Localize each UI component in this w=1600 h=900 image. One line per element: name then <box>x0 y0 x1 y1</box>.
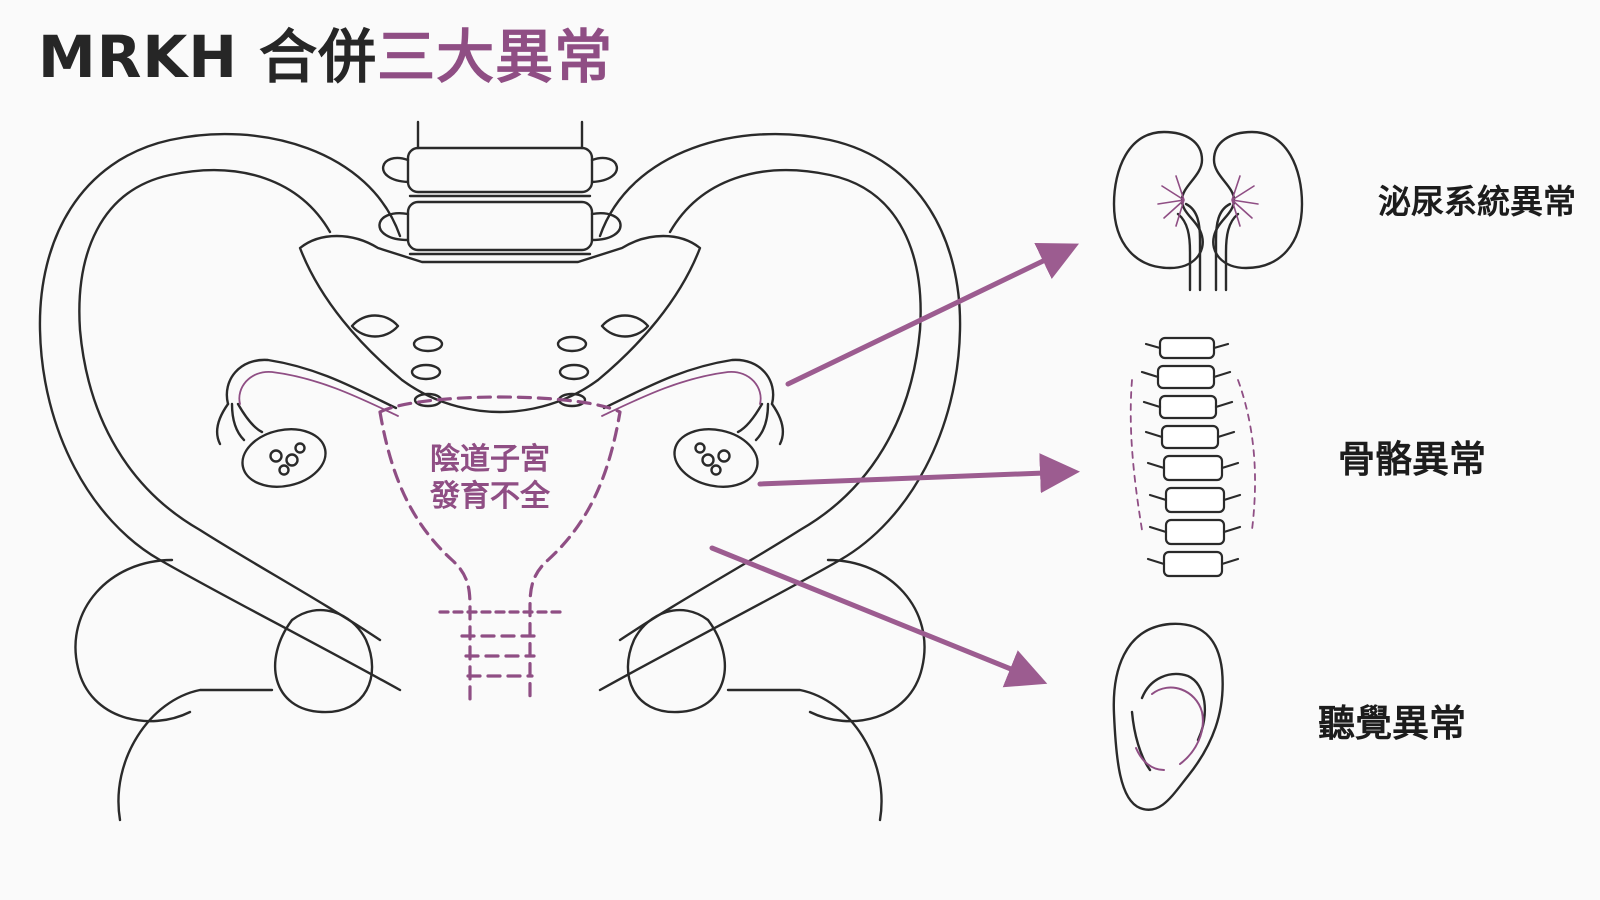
uterus-label-line2: 發育不全 <box>430 478 550 514</box>
arrow-to-urinary <box>785 243 1080 387</box>
ear-icon <box>1112 622 1224 811</box>
arrow-to-hearing <box>709 545 1048 688</box>
hearing-abnormality-label: 聽覺異常 <box>1318 702 1466 745</box>
title-highlight: 三大異常 <box>377 23 614 91</box>
uterus-outline-icon <box>378 395 622 702</box>
pelvis-illustration-icon <box>38 120 962 822</box>
ear-inner-accent-icon <box>1135 686 1204 771</box>
kidney-vessels-icon <box>1157 175 1259 227</box>
uterus-label: 陰道子宮 發育不全 <box>420 442 560 515</box>
kidneys-icon <box>1112 130 1304 292</box>
arrow-to-skeletal <box>757 453 1080 494</box>
skeletal-abnormality-label: 骨骼異常 <box>1338 438 1486 481</box>
title-prefix: MRKH 合併 <box>38 23 378 91</box>
page-title: MRKH 合併三大異常 <box>38 23 614 91</box>
urinary-abnormality-label: 泌尿系統異常 <box>1378 182 1576 221</box>
fallopian-tube-accent-icon <box>238 371 762 417</box>
spine-icon <box>1140 336 1242 578</box>
arrows <box>709 243 1080 688</box>
uterus-label-line1: 陰道子宮 <box>430 442 550 477</box>
spine-curvature-icon <box>1129 379 1256 531</box>
